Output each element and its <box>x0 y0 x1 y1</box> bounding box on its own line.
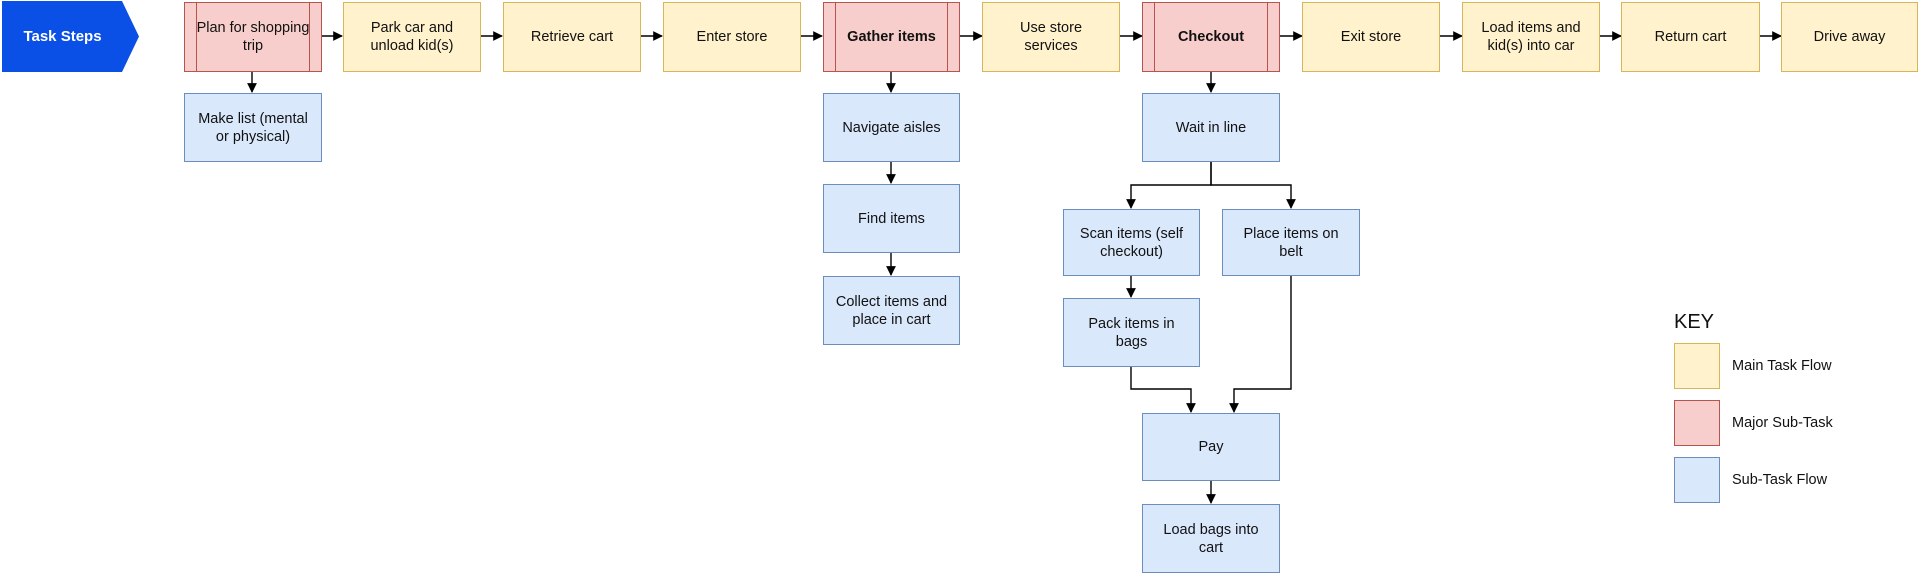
arrow-pack-pay <box>1130 367 1196 413</box>
step-return: Return cart <box>1621 2 1760 72</box>
arrow-wait-belt <box>1210 162 1296 209</box>
key-swatch-main <box>1674 343 1720 389</box>
step-checkout: Checkout <box>1142 2 1280 72</box>
subtask-load-bags: Load bags into cart <box>1142 504 1280 573</box>
step-retrieve: Retrieve cart <box>503 2 641 72</box>
subtask-find-items: Find items <box>823 184 960 253</box>
step-plan-label: Plan for shopping trip <box>196 20 310 54</box>
key-title: KEY <box>1674 311 1715 333</box>
subtask-make-list-label: Make list (mental or physical) <box>198 110 308 145</box>
subtask-wait-in-line: Wait in line <box>1142 93 1280 162</box>
subtask-wait-in-line-label: Wait in line <box>1175 119 1247 136</box>
task-steps-label: Task Steps <box>23 28 102 45</box>
key-label-sub: Sub-Task Flow <box>1732 472 1828 488</box>
step-retrieve-label: Retrieve cart <box>530 29 614 45</box>
step-exit-label: Exit store <box>1340 29 1402 45</box>
subtask-make-list: Make list (mental or physical) <box>184 93 322 162</box>
step-exit: Exit store <box>1302 2 1440 72</box>
step-park: Park car and unload kid(s) <box>343 2 481 72</box>
step-park-label: Park car and unload kid(s) <box>370 20 454 54</box>
key-label-main: Main Task Flow <box>1732 358 1832 374</box>
subtask-navigate-aisles: Navigate aisles <box>823 93 960 162</box>
subtask-place-on-belt-label: Place items on belt <box>1243 225 1339 260</box>
subtask-pay-label: Pay <box>1198 439 1224 455</box>
task-steps-header: Task Steps <box>2 1 139 72</box>
step-drive: Drive away <box>1781 2 1918 72</box>
subtask-place-on-belt: Place items on belt <box>1222 209 1360 276</box>
step-plan: Plan for shopping trip <box>184 2 322 72</box>
step-gather: Gather items <box>823 2 960 72</box>
subtask-pack-items-label: Pack items in bags <box>1088 315 1175 350</box>
step-gather-label: Gather items <box>847 29 936 45</box>
arrow-wait-scan <box>1126 162 1212 209</box>
subtask-pay: Pay <box>1142 413 1280 481</box>
subtask-navigate-aisles-label: Navigate aisles <box>842 119 941 136</box>
key-swatch-major <box>1674 400 1720 446</box>
step-services: Use store services <box>982 2 1120 72</box>
step-return-label: Return cart <box>1654 29 1727 45</box>
subtask-find-items-label: Find items <box>858 210 925 227</box>
subtask-load-bags-label: Load bags into cart <box>1163 521 1259 556</box>
step-drive-label: Drive away <box>1813 29 1886 45</box>
step-enter-label: Enter store <box>696 29 768 45</box>
step-enter: Enter store <box>663 2 801 72</box>
subtask-scan-items-label: Scan items (self checkout) <box>1079 225 1184 260</box>
key-swatch-sub <box>1674 457 1720 503</box>
subtask-collect-items: Collect items and place in cart <box>823 276 960 345</box>
step-checkout-label: Checkout <box>1177 29 1245 45</box>
key-label-major: Major Sub-Task <box>1732 415 1833 431</box>
step-services-label: Use store services <box>1019 20 1083 54</box>
arrow-belt-pay <box>1229 276 1292 413</box>
step-load: Load items and kid(s) into car <box>1462 2 1600 72</box>
subtask-scan-items: Scan items (self checkout) <box>1063 209 1200 276</box>
subtask-pack-items: Pack items in bags <box>1063 298 1200 367</box>
subtask-collect-items-label: Collect items and place in cart <box>835 293 948 328</box>
step-load-label: Load items and kid(s) into car <box>1481 20 1581 54</box>
chevron-arrow-icon <box>2 1 139 72</box>
